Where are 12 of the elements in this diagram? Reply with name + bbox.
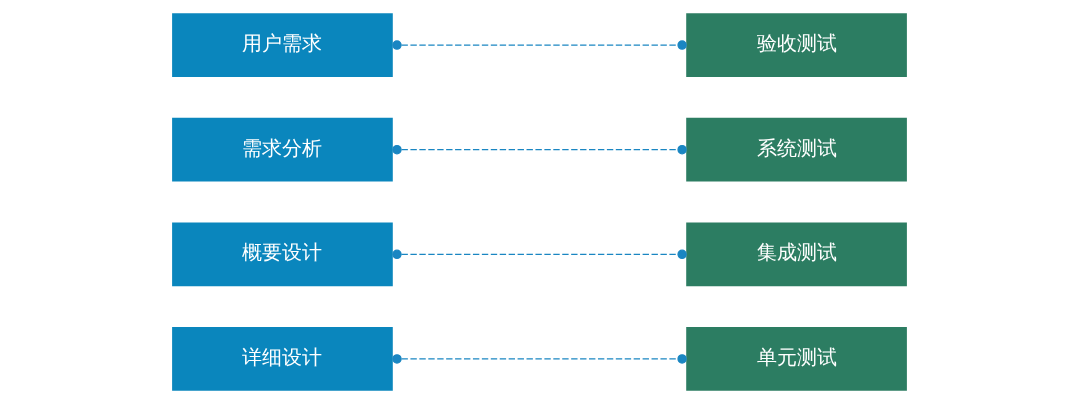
connector [392, 40, 687, 50]
node-box: 集成测试 [686, 222, 907, 287]
connector [392, 249, 687, 260]
node-box: 系统测试 [686, 117, 907, 182]
connector [392, 354, 687, 364]
connector [392, 144, 687, 155]
node-box: 需求分析 [172, 117, 393, 182]
node-box: 单元测试 [686, 327, 907, 391]
node-box: 用户需求 [172, 13, 393, 77]
node-box: 详细设计 [172, 327, 393, 391]
node-box: 概要设计 [172, 222, 393, 287]
node-box: 验收测试 [686, 13, 907, 77]
